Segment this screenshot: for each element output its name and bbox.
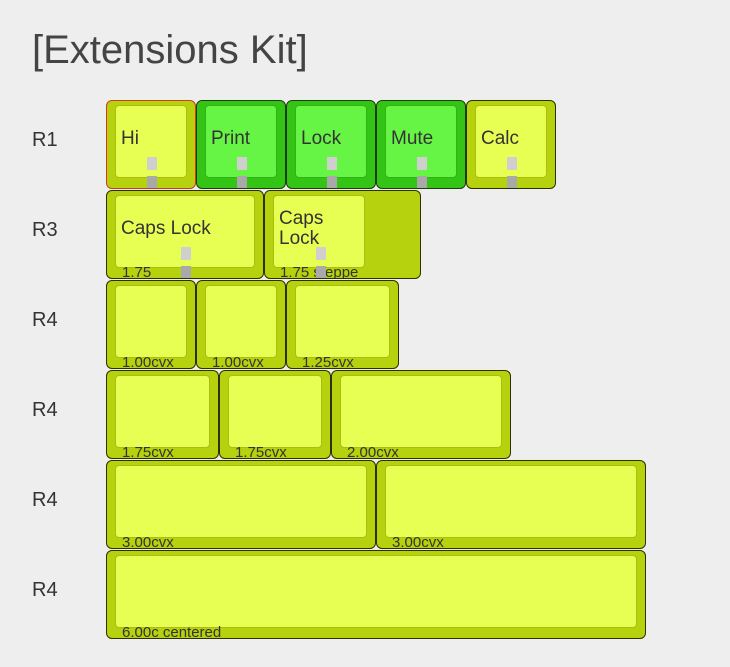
key-lock[interactable]: Lock	[286, 100, 376, 189]
switch-stem	[181, 247, 191, 278]
key-sublegend: 1.25cvx	[302, 354, 354, 369]
row-label-3: R4	[32, 309, 58, 331]
key-caps-lock[interactable]: Caps Lock 1.75	[106, 190, 264, 279]
keycap-top	[205, 285, 277, 358]
keycap-top	[115, 555, 637, 628]
switch-stem	[147, 157, 157, 188]
keycap-top	[385, 465, 637, 538]
keycap-top	[295, 285, 390, 358]
key-sublegend: 1.75	[122, 264, 152, 279]
key-sublegend: 1.00cvx	[122, 354, 174, 369]
keycap-top	[115, 285, 187, 358]
key-sublegend: 2.00cvx	[347, 444, 399, 459]
switch-stem	[417, 157, 427, 188]
key-legend: Print	[211, 128, 251, 149]
row-label-4: R4	[32, 399, 58, 421]
row-label-5: R4	[32, 489, 58, 511]
key-6u-spacebar[interactable]: 6.00c centered	[106, 550, 646, 639]
key-print[interactable]: Print	[196, 100, 286, 189]
key-2u-convex[interactable]: 2.00cvx	[331, 370, 511, 459]
keycap-top	[228, 375, 322, 448]
key-mute[interactable]: Mute	[376, 100, 466, 189]
keycap-top	[115, 465, 367, 538]
key-caps-lock-stepped[interactable]: Caps Lock 1.75 steppe	[264, 190, 421, 279]
key-sublegend: 3.00cvx	[392, 534, 444, 549]
key-sublegend: 6.00c centered	[122, 624, 222, 639]
switch-stem	[237, 157, 247, 188]
key-legend: Calc	[481, 128, 520, 149]
key-sublegend: 1.75cvx	[122, 444, 174, 459]
key-1-75u-convex[interactable]: 1.75cvx	[106, 370, 219, 459]
page-title: [Extensions Kit]	[32, 28, 308, 72]
switch-stem	[327, 157, 337, 188]
key-1-25u-convex[interactable]: 1.25cvx	[286, 280, 399, 369]
key-hi[interactable]: Hi	[106, 100, 196, 189]
key-legend: Mute	[391, 128, 434, 149]
keycap-top	[340, 375, 502, 448]
key-legend: Caps Lock	[121, 218, 211, 239]
keycap-top	[115, 375, 210, 448]
key-legend: Caps Lock	[279, 208, 324, 249]
keycap-top	[273, 195, 365, 268]
key-sublegend: 1.75cvx	[235, 444, 287, 459]
switch-stem	[507, 157, 517, 188]
key-legend: Lock	[301, 128, 342, 149]
row-label-1: R1	[32, 129, 58, 151]
key-1u-convex[interactable]: 1.00cvx	[106, 280, 196, 369]
key-sublegend: 3.00cvx	[122, 534, 174, 549]
key-1-75u-convex[interactable]: 1.75cvx	[219, 370, 331, 459]
key-3u-convex[interactable]: 3.00cvx	[376, 460, 646, 549]
key-legend: Hi	[121, 128, 139, 149]
row-label-2: R3	[32, 219, 58, 241]
row-label-6: R4	[32, 579, 58, 601]
key-1u-convex[interactable]: 1.00cvx	[196, 280, 286, 369]
switch-stem	[316, 247, 326, 278]
key-calc[interactable]: Calc	[466, 100, 556, 189]
key-sublegend: 1.00cvx	[212, 354, 264, 369]
key-3u-convex[interactable]: 3.00cvx	[106, 460, 376, 549]
